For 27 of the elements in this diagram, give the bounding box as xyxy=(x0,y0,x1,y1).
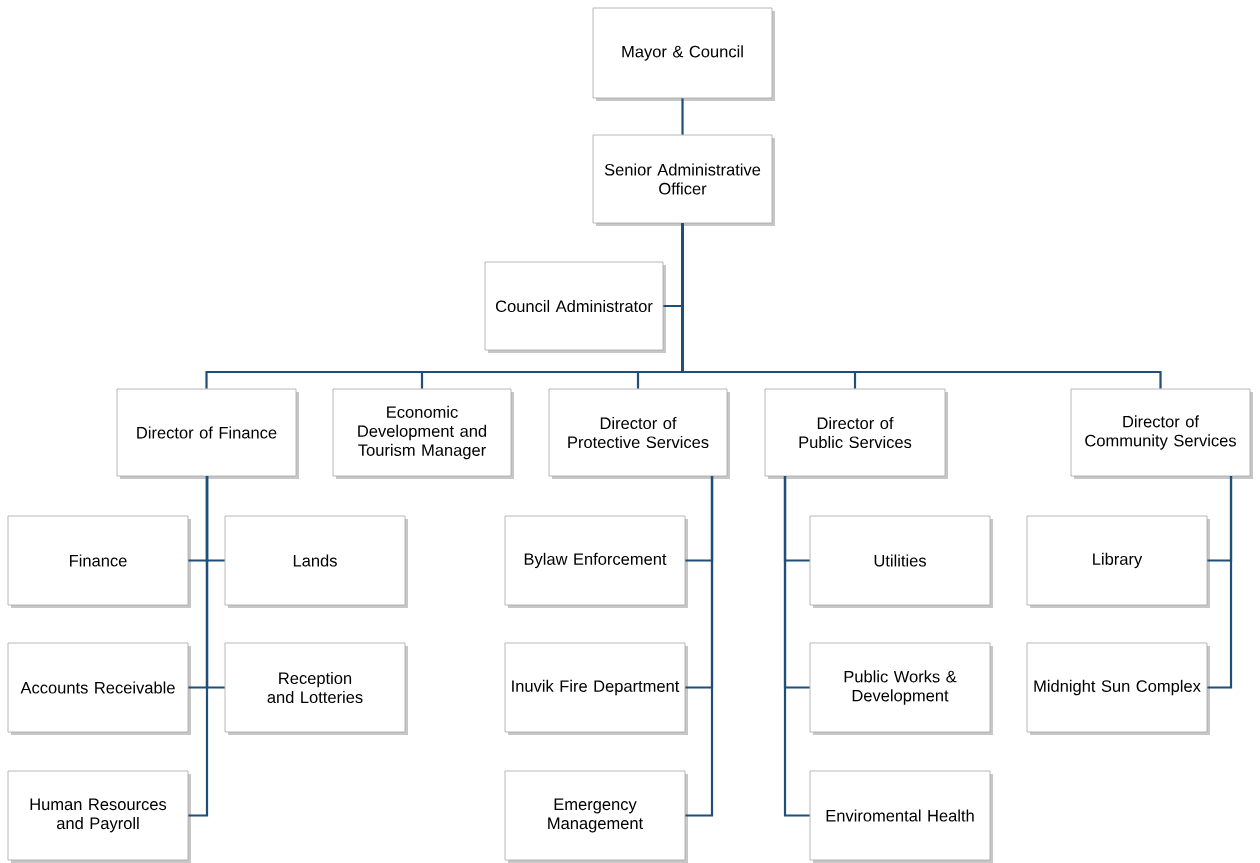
org-box: Inuvik Fire Department xyxy=(504,642,688,735)
connector-line xyxy=(685,476,714,817)
connector-line xyxy=(681,223,1162,389)
org-box: Accounts Receivable xyxy=(7,642,191,735)
org-box: Director of Finance xyxy=(116,388,299,479)
org-box: Mayor & Council xyxy=(592,7,775,101)
connector-line xyxy=(188,476,209,817)
connector-line xyxy=(681,98,684,135)
org-box: Council Administrator xyxy=(484,261,666,353)
org-box: Utilities xyxy=(809,515,993,608)
org-box: Reception and Lotteries xyxy=(224,642,408,735)
org-box: Economic Development and Tourism Manager xyxy=(332,388,514,479)
org-box: Director of Public Services xyxy=(764,388,948,479)
org-box: Director of Community Services xyxy=(1070,388,1253,479)
org-box: Emergency Management xyxy=(504,770,688,863)
org-box: Public Works & Development xyxy=(809,642,993,735)
connector-line xyxy=(1207,476,1233,689)
org-box: Finance xyxy=(7,515,191,608)
connector-line xyxy=(783,476,810,817)
org-box: Director of Protective Services xyxy=(548,388,730,479)
org-box: Human Resources and Payroll xyxy=(7,770,191,863)
org-box: Senior Administrative Officer xyxy=(592,134,775,226)
org-box: Bylaw Enforcement xyxy=(504,515,688,608)
org-box: Lands xyxy=(224,515,408,608)
org-box: Library xyxy=(1026,515,1210,608)
org-box: Midnight Sun Complex xyxy=(1026,642,1210,735)
org-box: Enviromental Health xyxy=(809,770,993,863)
